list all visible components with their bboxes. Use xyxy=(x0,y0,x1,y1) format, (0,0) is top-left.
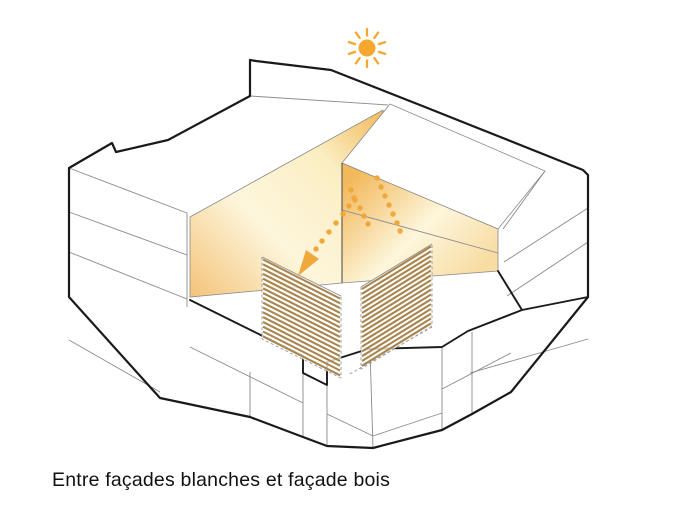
courtyard-parapet xyxy=(189,270,589,386)
back-left-building-lines xyxy=(68,95,389,307)
caption: Entre façades blanches et façade bois xyxy=(52,469,391,491)
light-arrowhead xyxy=(298,250,319,276)
block-outline xyxy=(67,58,590,450)
wood-slat-screen-left xyxy=(261,256,342,379)
right-building-lines xyxy=(502,170,589,297)
light-path-dots xyxy=(313,175,403,252)
sun-icon xyxy=(347,27,387,69)
wood-slat-screen-right xyxy=(360,243,433,370)
facade-floor-line xyxy=(341,209,499,254)
front-buildings-lines xyxy=(68,332,589,449)
